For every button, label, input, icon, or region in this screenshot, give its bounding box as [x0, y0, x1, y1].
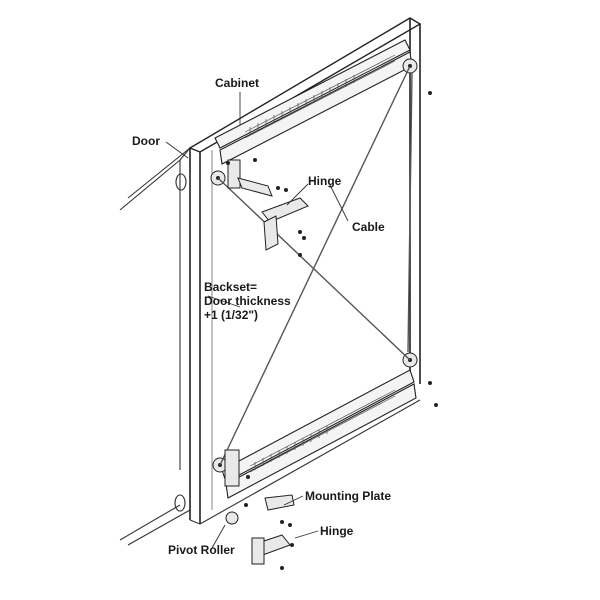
backset-label: Backset= Door thickness +1 (1/32"): [204, 280, 291, 322]
cabinet-label: Cabinet: [215, 76, 260, 90]
door-label: Door: [132, 134, 160, 148]
cable-label: Cable: [352, 220, 385, 234]
mounting-plate-label: Mounting Plate: [305, 489, 391, 503]
leader-lines: [165, 92, 349, 549]
top-hinge-assembly: [226, 91, 432, 257]
hinge-bottom-label: Hinge: [320, 524, 354, 538]
bottom-hinge-assembly: [224, 381, 438, 570]
cabinet-panel: [188, 17, 422, 525]
bottom-slide-rail: [221, 369, 417, 499]
cables: [217, 65, 413, 466]
pivot-roller-label: Pivot Roller: [168, 543, 235, 557]
door-panel: [119, 147, 191, 546]
bottom-rail-slots: [254, 426, 328, 470]
hinge-top-label: Hinge: [308, 174, 342, 188]
top-slide-rail: [214, 39, 413, 165]
top-rail-slots: [249, 75, 355, 135]
